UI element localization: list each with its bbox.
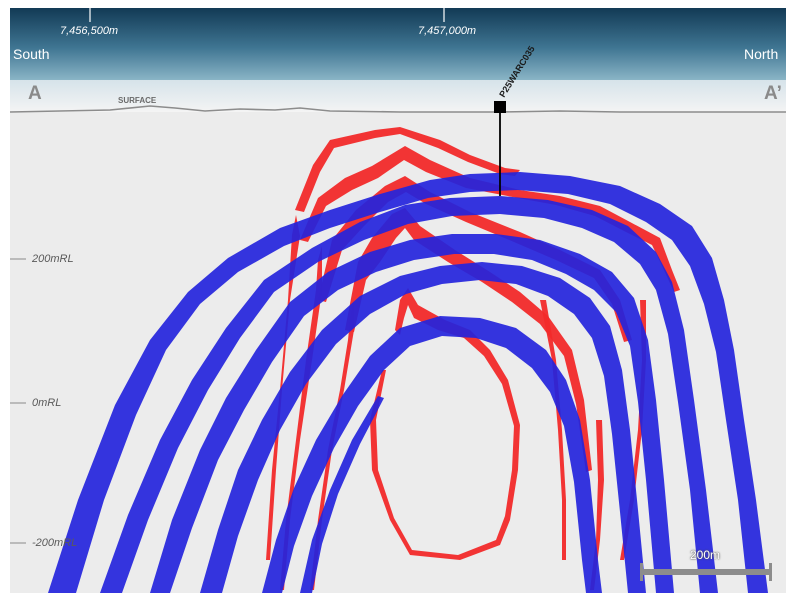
red-lode-6 bbox=[266, 215, 300, 560]
section-end-label: A’ bbox=[764, 83, 782, 104]
rl-label-minus200: -200mRL bbox=[32, 537, 78, 549]
easting-label-2: 7,457,000m bbox=[418, 25, 477, 37]
red-lode-9 bbox=[620, 300, 646, 560]
south-label: South bbox=[13, 46, 50, 62]
red-lode-4 bbox=[345, 208, 592, 472]
blue-lode-1 bbox=[48, 172, 768, 593]
rl-label-200: 200mRL bbox=[32, 253, 74, 265]
rl-label-0: 0mRL bbox=[32, 397, 62, 409]
red-lode-11 bbox=[540, 300, 566, 560]
blue-lode-2 bbox=[100, 196, 718, 593]
easting-label-1: 7,456,500m bbox=[60, 25, 119, 37]
blue-lode-6 bbox=[300, 396, 384, 593]
header-band bbox=[10, 8, 786, 80]
scale-bar bbox=[640, 569, 772, 575]
drillhole-collar[interactable] bbox=[494, 101, 506, 113]
blue-lode-group bbox=[48, 172, 768, 593]
scale-bar-label: 200m bbox=[690, 548, 721, 562]
surface-line bbox=[9, 105, 786, 113]
blue-lode-5 bbox=[262, 316, 602, 593]
section-start-label: A bbox=[28, 83, 42, 104]
scale-bar-left-cap bbox=[640, 563, 643, 581]
scale-bar-right-cap bbox=[769, 563, 772, 581]
red-lode-10 bbox=[590, 420, 604, 590]
blue-lode-3 bbox=[150, 234, 674, 593]
blue-lode-4 bbox=[200, 262, 646, 593]
north-label: North bbox=[744, 46, 779, 62]
surface-label: SURFACE bbox=[118, 96, 157, 105]
